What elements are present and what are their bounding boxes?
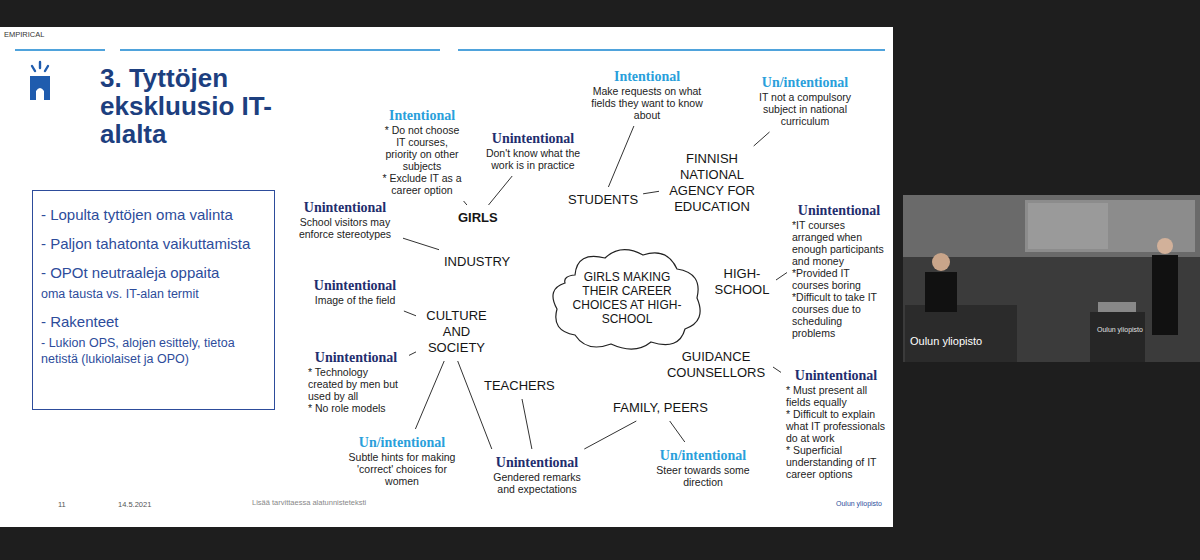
annotation-text: Subtle hints for making 'correct' choice…	[344, 451, 460, 487]
annotation-text: *Difficult to take IT courses due to sch…	[792, 291, 886, 339]
connector-line	[404, 311, 416, 316]
annotation-box: UnintentionalGendered remarks and expect…	[482, 452, 592, 497]
category-text: GUIDANCE COUNSELLORS	[664, 349, 768, 381]
category-text: CULTURE AND SOCIETY	[421, 308, 492, 356]
annotation-box: Un/intentionalIT not a compulsory subjec…	[740, 72, 870, 129]
connector-line	[489, 176, 513, 205]
annotation-heading: Un/intentional	[650, 447, 756, 464]
annotation-text: Image of the field	[302, 294, 408, 306]
connector-line	[403, 238, 439, 250]
annotation-text: *IT courses arranged when enough partici…	[792, 219, 886, 267]
connector-line	[754, 132, 770, 146]
annotation-text: * Difficult to explain what IT professio…	[786, 408, 886, 444]
annotation-heading: Unintentional	[484, 454, 590, 471]
annotation-text: * No role models	[308, 402, 404, 414]
annotation-heading: Intentional	[379, 107, 465, 124]
annotation-box: Unintentional* Technology created by men…	[306, 347, 406, 416]
annotation-text: Don't know what the work is in practice	[475, 147, 591, 171]
connector-line	[522, 399, 532, 449]
connector-line	[415, 361, 444, 429]
annotation-text: School visitors may enforce stereotypes	[292, 216, 398, 240]
category-text: GIRLS	[458, 210, 498, 226]
annotation-heading: Unintentional	[292, 199, 398, 216]
bullet-text: - Rakenteet	[41, 312, 266, 331]
video-participant-name: Oulun yliopisto	[910, 335, 982, 347]
connector-line	[584, 421, 636, 449]
cloud-text: GIRLS MAKING THEIR CAREER CHOICES AT HIG…	[566, 270, 688, 326]
annotation-box: Unintentional*IT courses arranged when e…	[790, 200, 888, 341]
annotation-box: Intentional* Do not choose IT courses, p…	[377, 105, 467, 198]
annotation-box: UnintentionalImage of the field	[300, 275, 410, 308]
bullet-text: - Paljon tahatonta vaikuttamista	[41, 234, 266, 253]
bullet-text: - Lukion OPS, alojen esittely, tietoa ne…	[41, 335, 266, 367]
category-label: FAMILY, PEERS	[611, 398, 710, 418]
annotation-text: Steer towards some direction	[650, 464, 756, 488]
annotation-text: * Exclude IT as a career option	[379, 172, 465, 196]
annotation-box: Unintentional* Must present all fields e…	[784, 365, 888, 482]
connector-line	[409, 352, 416, 356]
connector-line	[458, 361, 492, 449]
cloud-shape	[553, 250, 700, 349]
connector-line	[773, 367, 781, 372]
annotation-heading: Unintentional	[786, 367, 886, 384]
annotation-heading: Unintentional	[308, 349, 404, 366]
annotation-heading: Un/intentional	[742, 74, 868, 91]
annotation-text: Make requests on what fields they want t…	[589, 85, 705, 121]
summary-box: - Lopulta tyttöjen oma valinta - Paljon t…	[32, 190, 275, 410]
category-label: CULTURE AND SOCIETY	[419, 306, 494, 358]
university-logo	[32, 62, 48, 71]
bullet-text: - OPOt neutraaleja oppaita	[41, 263, 266, 282]
header-rule	[15, 49, 885, 51]
connector-line	[464, 201, 467, 205]
category-text: INDUSTRY	[444, 254, 510, 270]
slide-date: 14.5.2021	[118, 500, 151, 509]
category-text: TEACHERS	[484, 378, 555, 394]
annotation-text: IT not a compulsory subject in national …	[742, 91, 868, 127]
slide-title: 3. Tyttöjen ekskluusio IT-alalta	[100, 64, 275, 148]
category-label: HIGH-SCHOOL	[711, 264, 773, 300]
annotation-text: Gendered remarks and expectations	[484, 471, 590, 495]
annotation-heading: Unintentional	[302, 277, 408, 294]
connector-line	[776, 273, 787, 281]
bullet-text: - Lopulta tyttöjen oma valinta	[41, 205, 266, 224]
category-label: GIRLS	[456, 208, 500, 228]
section-tag: EMPIRICAL	[4, 30, 44, 39]
university-logo-tower	[30, 76, 50, 100]
category-label: TEACHERS	[482, 376, 557, 396]
category-label: FINNISH NATIONAL AGENCY FOR EDUCATION	[662, 149, 762, 217]
annotation-text: *Provided IT courses boring	[792, 267, 886, 291]
annotation-box: UnintentionalDon't know what the work is…	[473, 128, 593, 173]
annotation-box: UnintentionalSchool visitors may enforce…	[290, 197, 400, 242]
category-text: HIGH-SCHOOL	[713, 266, 771, 298]
annotation-box: IntentionalMake requests on what fields …	[587, 66, 707, 123]
slide-area	[0, 27, 893, 527]
category-text: FAMILY, PEERS	[613, 400, 708, 416]
connector-line	[608, 126, 634, 187]
central-cloud: GIRLS MAKING THEIR CAREER CHOICES AT HIG…	[547, 243, 707, 353]
annotation-text: * Technology created by men but used by …	[308, 366, 404, 402]
annotation-text: * Do not choose IT courses, priority on …	[379, 124, 465, 172]
annotation-heading: Unintentional	[792, 202, 886, 219]
bullet-text: oma tausta vs. IT-alan termit	[41, 286, 266, 302]
annotation-heading: Un/intentional	[344, 434, 460, 451]
slide-number: 11	[58, 500, 66, 509]
footer-placeholder: Lisää tarvittaessa alatunnisteteksti	[252, 498, 366, 507]
annotation-heading: Unintentional	[475, 130, 591, 147]
video-thumbnail	[903, 195, 1200, 362]
annotation-text: * Must present all fields equally	[786, 384, 886, 408]
podium-text: Oulun yliopisto	[1097, 326, 1143, 333]
footer-logo-text: Oulun yliopisto	[836, 500, 882, 507]
annotation-box: Un/intentionalSteer towards some directi…	[648, 445, 758, 490]
connector-line	[670, 421, 685, 442]
category-label: STUDENTS	[566, 190, 640, 210]
connector-line	[643, 191, 659, 194]
category-text: FINNISH NATIONAL AGENCY FOR EDUCATION	[664, 151, 760, 215]
annotation-heading: Intentional	[589, 68, 705, 85]
annotation-box: Un/intentionalSubtle hints for making 'c…	[342, 432, 462, 489]
category-label: INDUSTRY	[442, 252, 512, 272]
category-label: GUIDANCE COUNSELLORS	[662, 347, 770, 383]
category-text: STUDENTS	[568, 192, 638, 208]
annotation-text: * Superficial understanding of IT career…	[786, 444, 886, 480]
